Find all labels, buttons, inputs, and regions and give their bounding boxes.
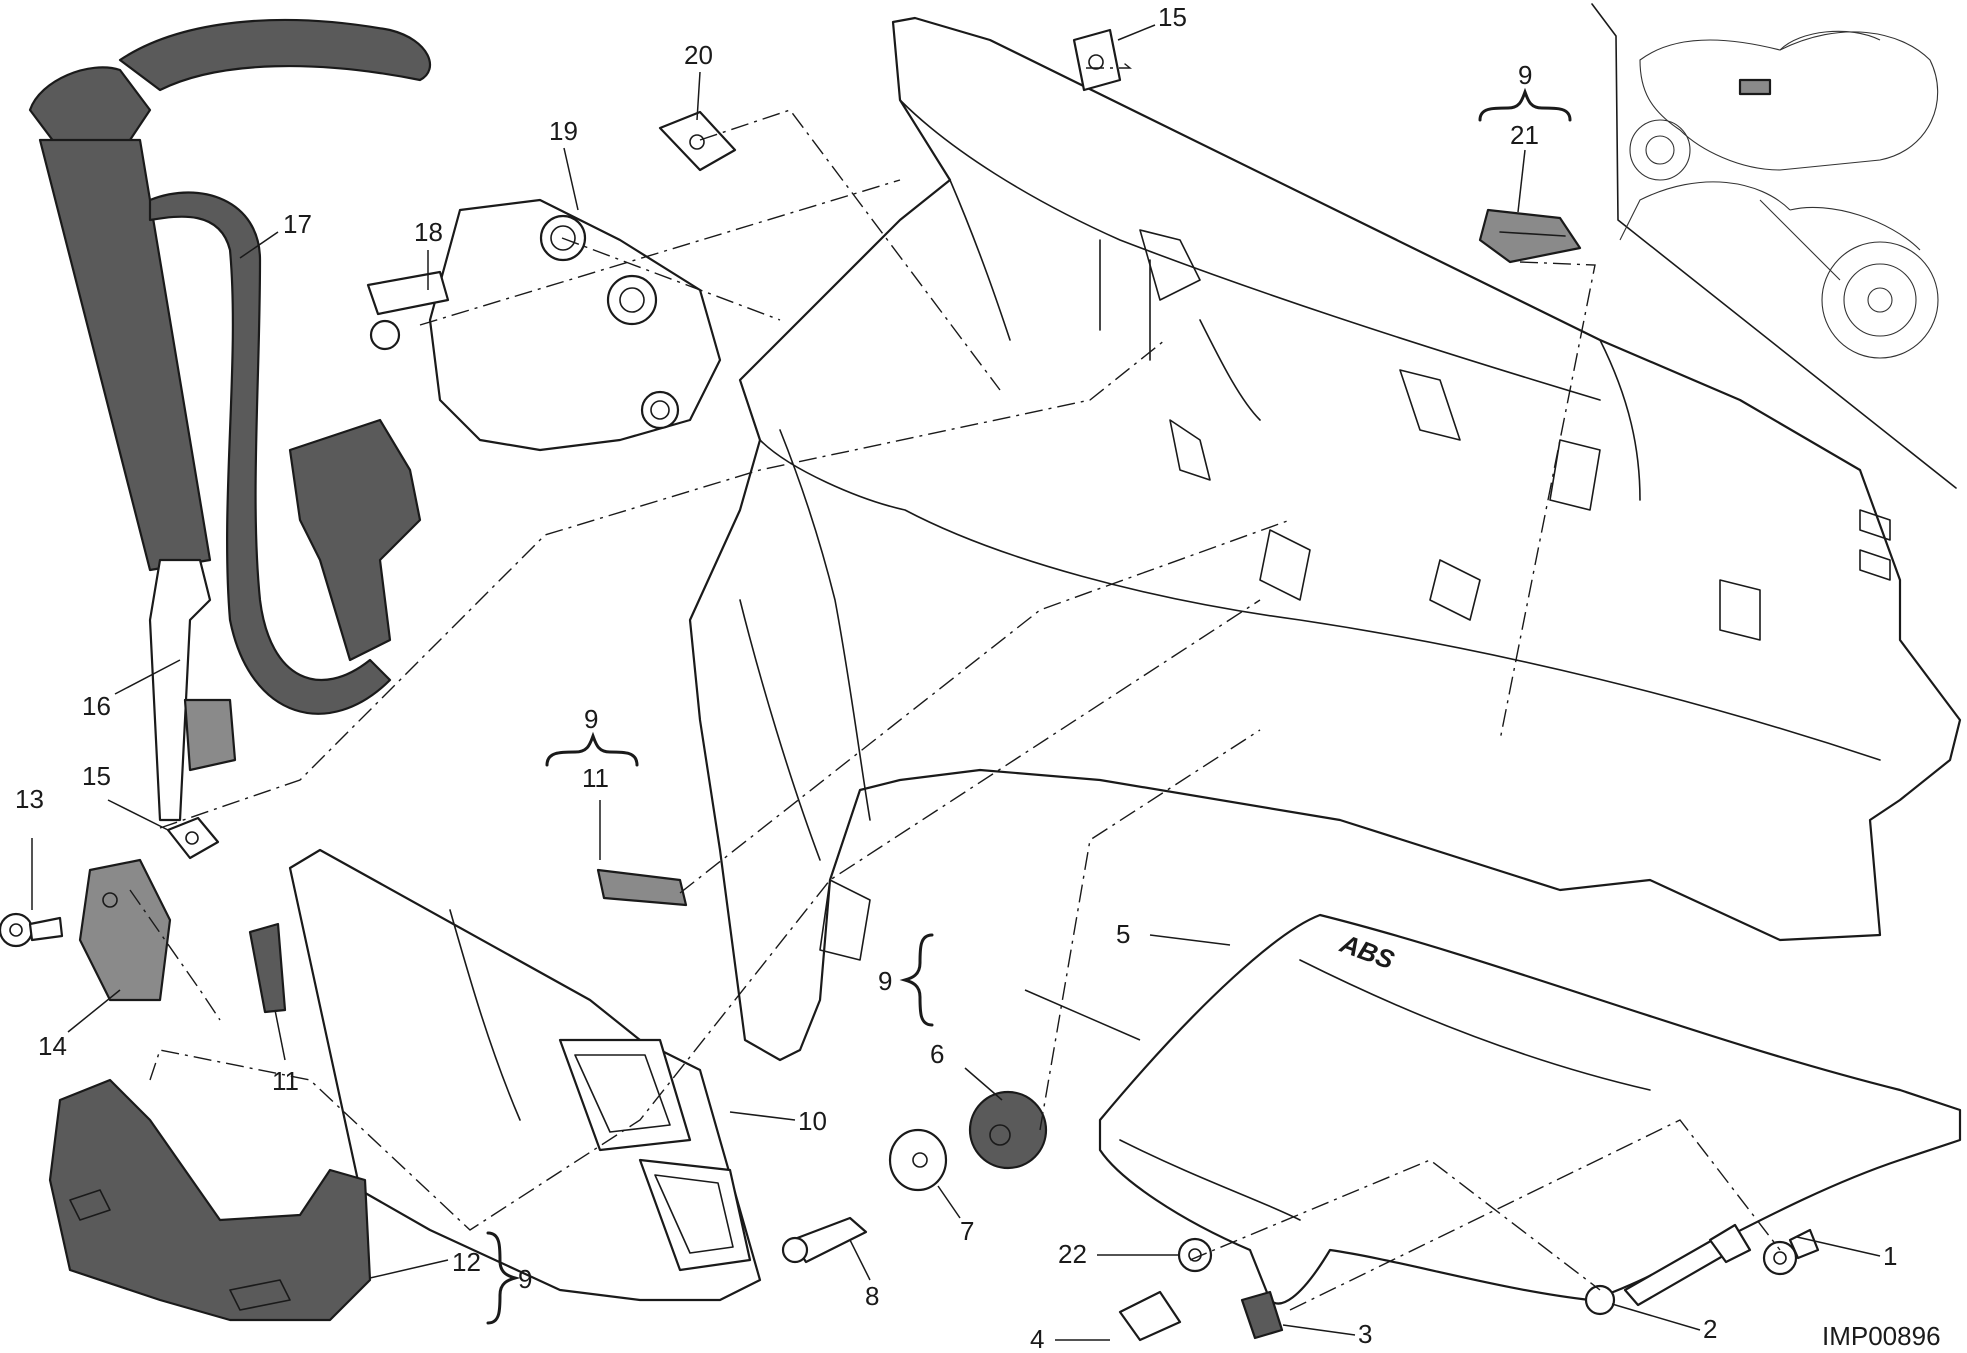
callout-14: 14 <box>38 1031 67 1061</box>
kit-label-9-middle: 9 <box>584 704 598 734</box>
callout-17: 17 <box>283 209 312 239</box>
callout-21: 21 <box>1510 120 1539 150</box>
callout-11-upper: 11 <box>582 763 609 793</box>
callout-4: 4 <box>1030 1324 1044 1353</box>
callout-16: 16 <box>82 691 111 721</box>
callout-2: 2 <box>1703 1314 1717 1344</box>
callout-11-lower: 11 <box>272 1066 299 1096</box>
callout-labels: 1 2 3 4 5 6 7 8 10 11 11 12 13 14 15 15 … <box>15 2 1897 1353</box>
small-hardware-right <box>781 28 1820 1342</box>
callout-12: 12 <box>452 1247 481 1277</box>
callout-15-top: 15 <box>1158 2 1187 32</box>
motorcycle-location-inset <box>1591 3 1957 489</box>
air-duct-panel <box>288 848 762 1302</box>
callout-22: 22 <box>1058 1239 1087 1269</box>
kit-braces <box>486 87 1572 1325</box>
callout-8: 8 <box>865 1281 879 1311</box>
callout-7: 7 <box>960 1216 974 1246</box>
lower-fairing-body <box>688 16 1962 1062</box>
figure-code: IMP00896 <box>1822 1321 1941 1351</box>
kit-label-9-grommet: 9 <box>878 966 892 996</box>
assembly-lines <box>129 59 1781 1311</box>
kit-label-9-tray: 9 <box>518 1264 532 1294</box>
kit-labels: 9 9 9 9 <box>518 60 1532 1294</box>
callout-20: 20 <box>684 40 713 70</box>
callout-19: 19 <box>549 116 578 146</box>
callout-10: 10 <box>798 1106 827 1136</box>
callout-15-left: 15 <box>82 761 111 791</box>
callout-6: 6 <box>930 1039 944 1069</box>
callout-18: 18 <box>414 217 443 247</box>
callout-13: 13 <box>15 784 44 814</box>
kit-label-9-top: 9 <box>1518 60 1532 90</box>
small-hardware-left <box>0 110 737 1322</box>
callout-leaders <box>31 24 1881 1341</box>
ignition-coil-assembly <box>28 18 722 822</box>
callout-3: 3 <box>1358 1319 1372 1349</box>
callout-5: 5 <box>1116 919 1130 949</box>
callout-1: 1 <box>1883 1241 1897 1271</box>
